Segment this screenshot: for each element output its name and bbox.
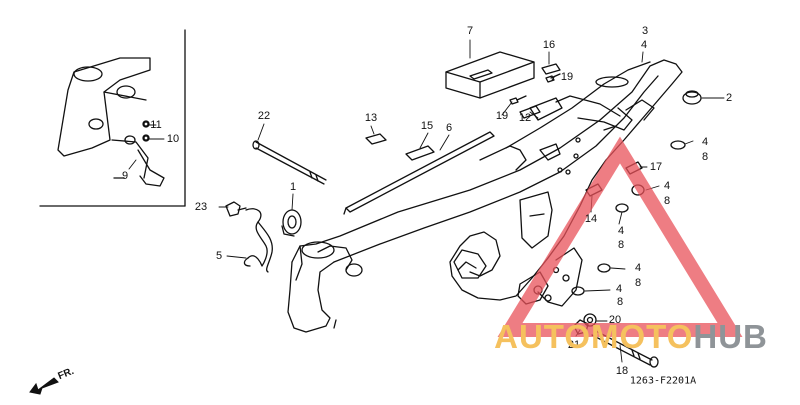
- part-label-4-top: 4: [640, 39, 648, 51]
- part-label-21: 21: [567, 339, 581, 351]
- part-label-16: 16: [542, 39, 556, 51]
- part-label-4-b: 4: [663, 180, 671, 192]
- part-label-4-d: 4: [634, 262, 642, 274]
- part-7-box: [445, 51, 535, 99]
- part-label-11: 11: [150, 119, 162, 131]
- leader-lines: [128, 39, 725, 363]
- part-label-7: 7: [466, 25, 474, 37]
- part-label-2: 2: [725, 92, 733, 104]
- diagram-code: 1263-F2201A: [629, 375, 697, 387]
- part-19-bolt-b: [509, 95, 527, 105]
- part-label-5: 5: [215, 250, 223, 262]
- part-label-13: 13: [364, 112, 378, 124]
- part-1-bushing: [281, 209, 302, 237]
- part-6-strip: [343, 131, 495, 215]
- part-label-8-a: 8: [701, 151, 709, 163]
- watermark-logo: AUTOMOTOHUB: [494, 318, 768, 356]
- part-5-spring: [243, 208, 273, 273]
- part-label-1: 1: [289, 181, 297, 193]
- part-label-19-a: 19: [560, 71, 574, 83]
- part-label-12: 12: [518, 112, 532, 124]
- part-22-bolt: [252, 140, 327, 185]
- part-label-8-c: 8: [617, 239, 625, 251]
- front-direction-arrow-icon: [29, 377, 59, 395]
- part-label-4-e: 4: [615, 283, 623, 295]
- part-label-19-b: 19: [495, 110, 509, 122]
- part-label-8-e: 8: [616, 296, 624, 308]
- part-label-8-b: 8: [663, 195, 671, 207]
- inset-pivot-detail: [57, 57, 165, 187]
- part-12-bracket: [519, 105, 541, 119]
- part-13-decal: [365, 133, 387, 145]
- part-label-4-a: 4: [701, 136, 709, 148]
- watermark-text-secondary: HUB: [693, 318, 768, 355]
- main-frame: [287, 59, 683, 333]
- part-label-15: 15: [420, 120, 434, 132]
- part-label-20: 20: [608, 314, 622, 326]
- part-label-3: 3: [641, 25, 649, 37]
- part-label-18: 18: [615, 365, 629, 377]
- part-16-decal: [541, 63, 561, 75]
- part-label-17: 17: [649, 161, 663, 173]
- part-19-bolt-a: [545, 73, 561, 83]
- part-10-11-bolts: [143, 121, 149, 141]
- inset-border: [39, 29, 186, 207]
- part-23-nut: [225, 201, 247, 217]
- watermark-text-primary: AUTOMOTO: [494, 318, 694, 355]
- part-label-9: 9: [121, 170, 129, 182]
- part-label-4-c: 4: [617, 225, 625, 237]
- part-label-23: 23: [194, 201, 208, 213]
- part-label-14: 14: [584, 213, 598, 225]
- part-2-grommet: [682, 90, 702, 105]
- part-label-10: 10: [166, 133, 180, 145]
- part-15-decal: [405, 145, 435, 161]
- part-label-6: 6: [445, 122, 453, 134]
- watermark-triangle: [497, 136, 743, 337]
- part-label-8-d: 8: [634, 277, 642, 289]
- part-label-22: 22: [257, 110, 271, 122]
